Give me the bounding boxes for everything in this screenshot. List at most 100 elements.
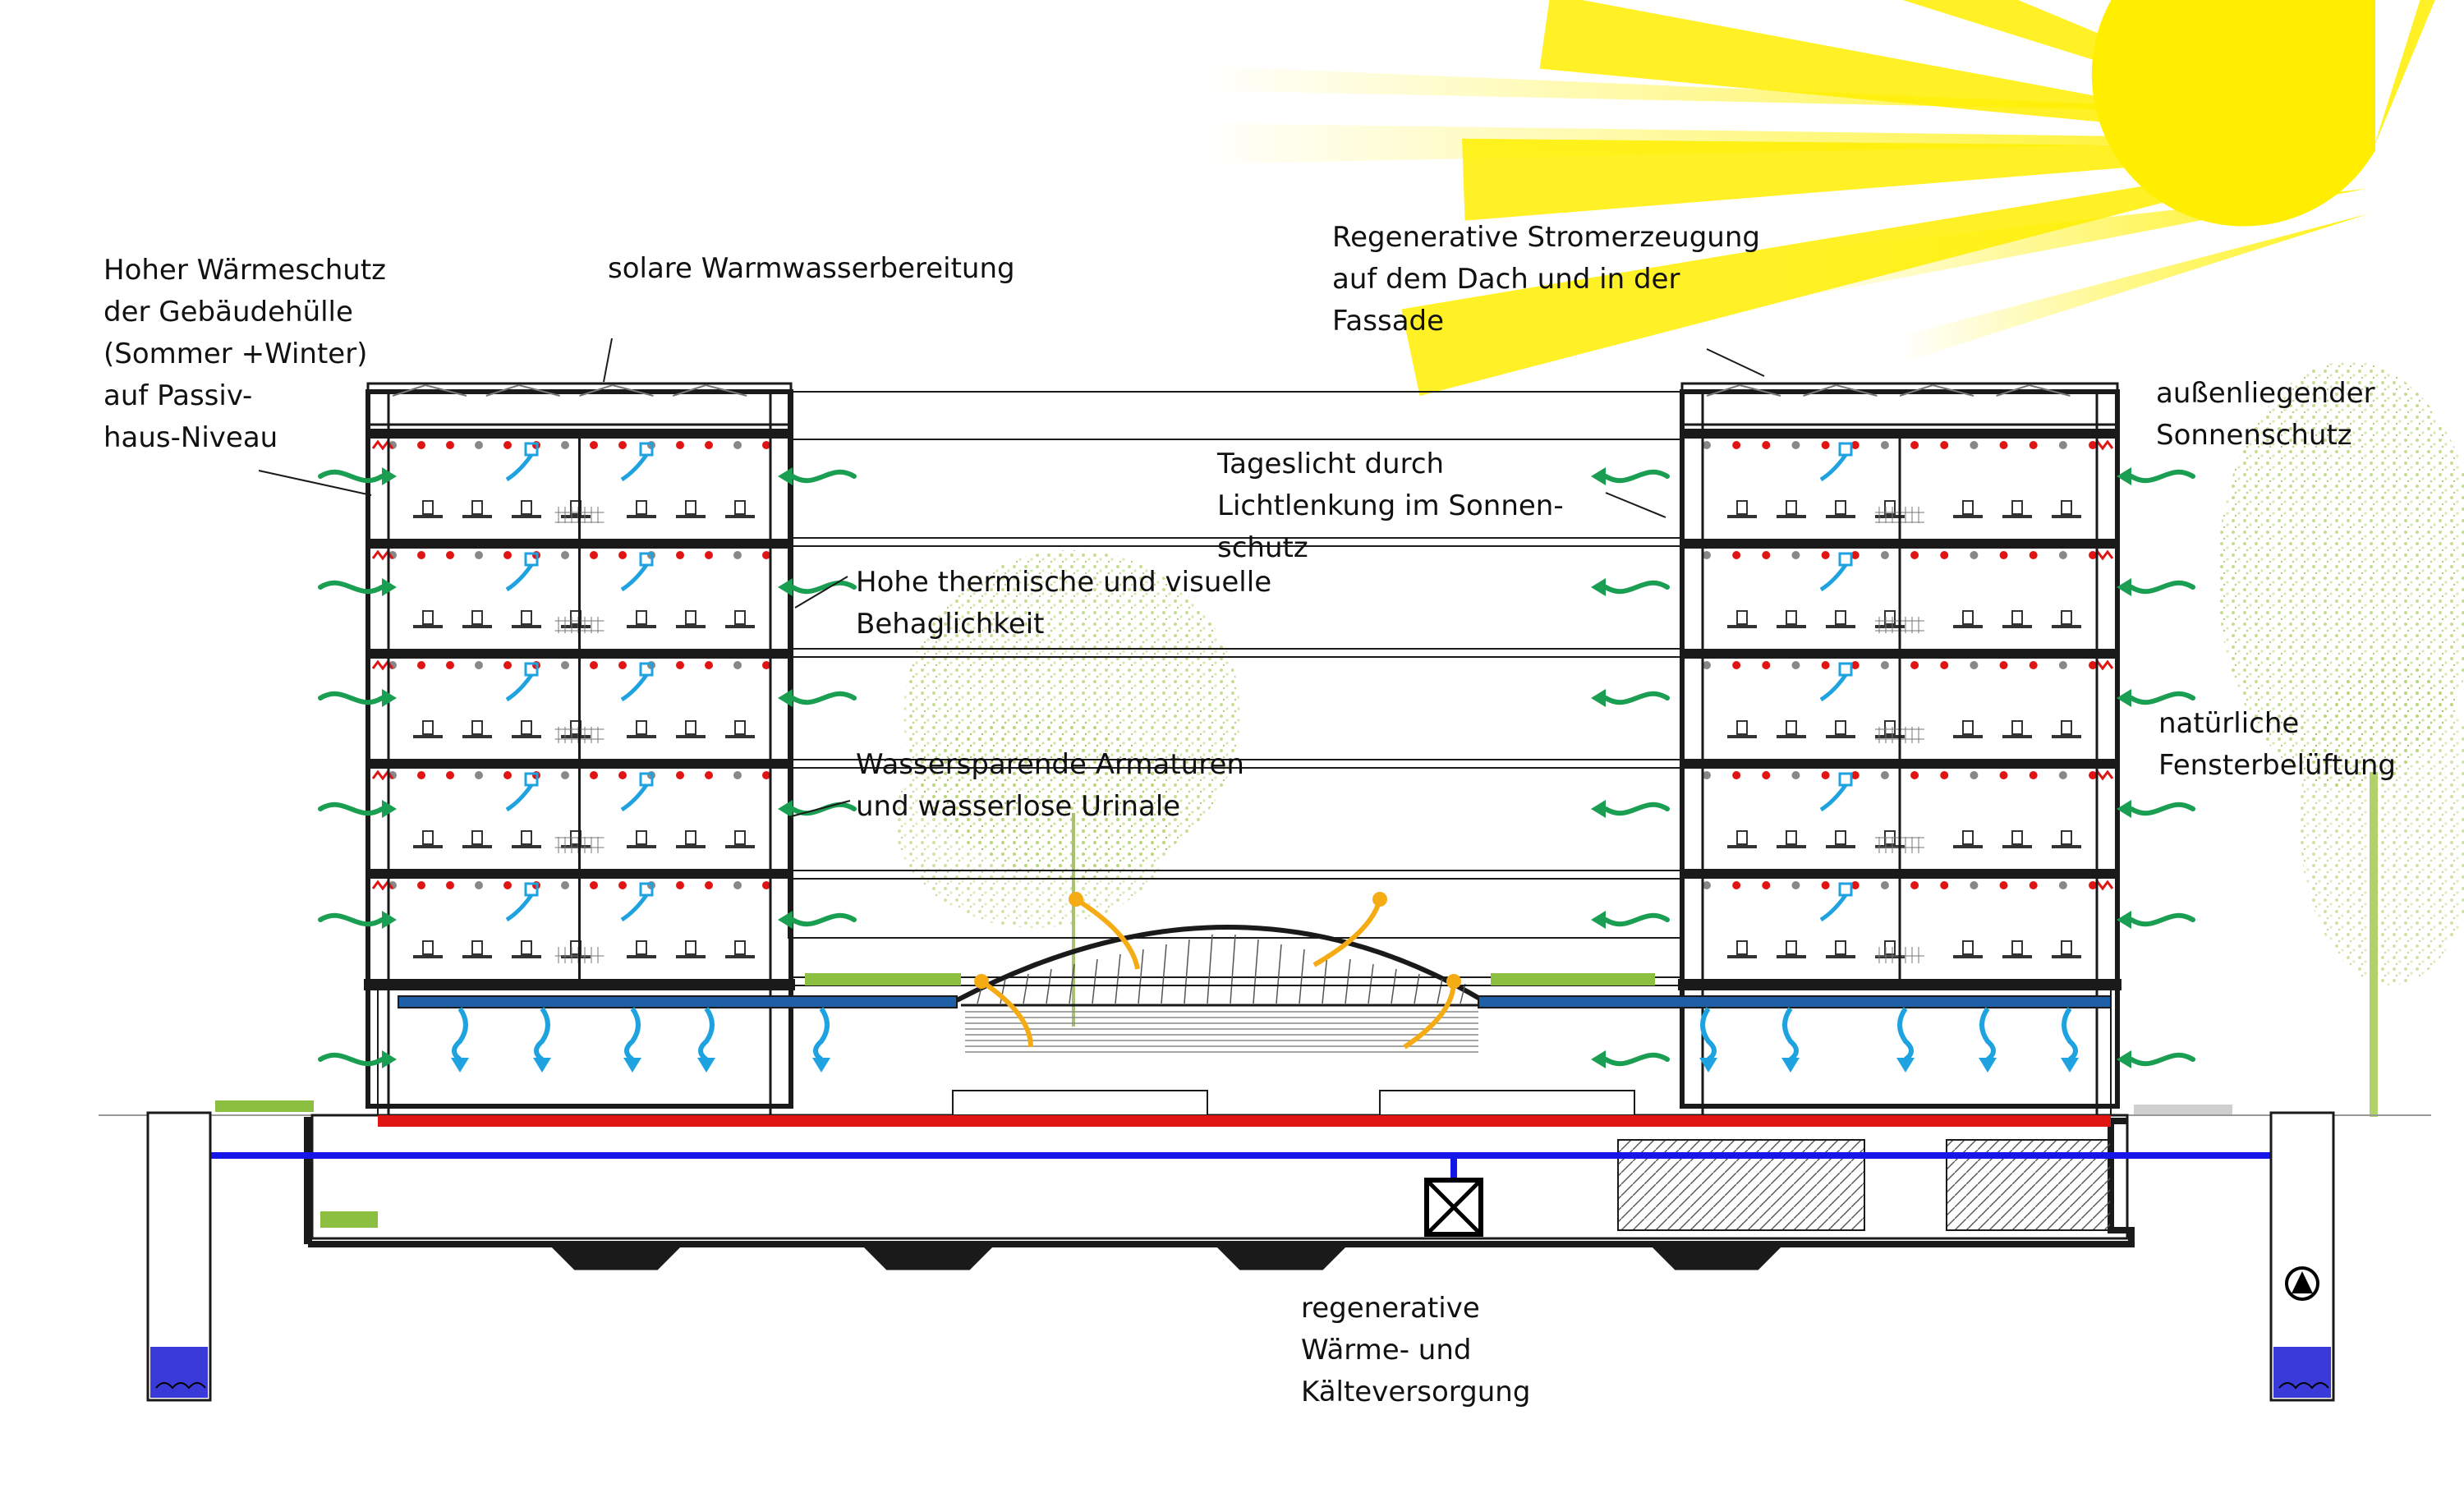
chilled-ceiling-right [1478, 995, 2112, 1008]
desk [1727, 955, 1757, 958]
air-arrow-icon-head [1781, 1058, 1800, 1073]
desk [2052, 955, 2081, 958]
desk [1777, 515, 1806, 518]
ceiling-element [561, 441, 569, 449]
ceiling-element [1910, 771, 1919, 779]
ceiling-element [705, 551, 713, 559]
air-arrow-icon [620, 453, 649, 482]
ceiling-element [590, 661, 598, 669]
ceiling-element [503, 881, 512, 889]
ceiling-element [590, 441, 598, 449]
roof-rib [1138, 949, 1144, 1004]
ceiling-element [2029, 441, 2038, 449]
ceiling-element [1791, 441, 1800, 449]
desk [627, 845, 656, 848]
label-natural-ventilation: natürliche Fensterbelüftung [2158, 707, 2396, 782]
desk [676, 735, 706, 738]
air-arrow-icon [505, 673, 534, 702]
ceiling-element [1999, 661, 2008, 669]
desk [725, 515, 755, 518]
well-right [2269, 1111, 2335, 1402]
desk [1777, 735, 1806, 738]
monitor [521, 610, 532, 625]
solar-panel [1803, 384, 1878, 397]
ceiling-element [733, 881, 742, 889]
air-arrow-icon-head [2117, 689, 2131, 707]
ceiling-element [1940, 881, 1949, 889]
ceiling-element [2058, 441, 2067, 449]
desk [462, 735, 492, 738]
desk [1727, 625, 1757, 628]
ceiling-element [1732, 441, 1741, 449]
desk [413, 955, 443, 958]
monitor [685, 940, 696, 955]
monitor [685, 720, 696, 735]
air-arrow-icon [698, 1007, 715, 1062]
air-outlet [1838, 882, 1853, 897]
ceiling-element [1762, 881, 1771, 889]
air-arrow-icon [2129, 1052, 2195, 1067]
desk [627, 735, 656, 738]
air-arrow-icon-head [2117, 800, 2131, 818]
air-outlet [1838, 552, 1853, 567]
monitor [685, 610, 696, 625]
air-arrow-icon [790, 580, 857, 595]
air-arrow-icon [1819, 783, 1848, 812]
ceiling-element [1703, 771, 1711, 779]
roof-rib [1161, 944, 1167, 1004]
label-solar-water-heating: solare Warmwasserbereitung [608, 252, 1015, 285]
monitor [1962, 720, 1974, 735]
fresh-air-arrows [318, 467, 2195, 1068]
air-arrow-icon-head [697, 1058, 715, 1073]
air-arrow-icon [1819, 453, 1848, 482]
sun-ray [1897, 214, 2370, 361]
air-arrow-icon [505, 453, 534, 482]
air-arrow-icon-head [382, 689, 397, 707]
ceiling-element [2058, 771, 2067, 779]
monitor [2061, 720, 2072, 735]
desk [1826, 625, 1855, 628]
label-insulation: Hoher Wärmeschutz der Gebäudehülle (Somm… [103, 254, 387, 454]
air-arrow-icon [1603, 691, 1670, 705]
desk [676, 845, 706, 848]
ceiling-element [762, 771, 770, 779]
air-arrow-icon-head [1446, 974, 1461, 989]
air-arrow-icon [1312, 898, 1382, 967]
desk [1826, 955, 1855, 958]
monitor [734, 940, 746, 955]
desk [413, 625, 443, 628]
air-arrow-icon [1819, 894, 1848, 922]
ceiling-element [1703, 881, 1711, 889]
monitor [422, 720, 434, 735]
monitor [1736, 610, 1748, 625]
monitor [2011, 720, 2023, 735]
air-arrow-icon-head [1591, 800, 1606, 818]
desk [413, 735, 443, 738]
air-arrow-icon [1603, 1052, 1670, 1067]
ceiling-element [417, 661, 425, 669]
monitor [422, 610, 434, 625]
ceiling-element [1940, 551, 1949, 559]
ceiling-element [1970, 771, 1979, 779]
air-arrow-icon-head [2117, 467, 2131, 485]
ceiling-element [1970, 881, 1979, 889]
desk [2052, 845, 2081, 848]
monitor [1835, 610, 1846, 625]
desk [2002, 955, 2032, 958]
ceiling-element [1999, 771, 2008, 779]
air-outlet [1838, 662, 1853, 677]
ceiling-element [1999, 881, 2008, 889]
ceiling-element [446, 881, 454, 889]
air-arrow-icon-head [1591, 467, 1606, 485]
monitor [1786, 830, 1797, 845]
air-arrow-icon [505, 563, 534, 592]
monitor [1736, 940, 1748, 955]
ceiling-element [1880, 441, 1889, 449]
air-arrow-icon [620, 673, 649, 702]
ceiling-element [733, 441, 742, 449]
desk [413, 515, 443, 518]
ceiling-element [1703, 661, 1711, 669]
ceiling-element [417, 441, 425, 449]
desk [462, 515, 492, 518]
pump-icon [2285, 1266, 2319, 1301]
